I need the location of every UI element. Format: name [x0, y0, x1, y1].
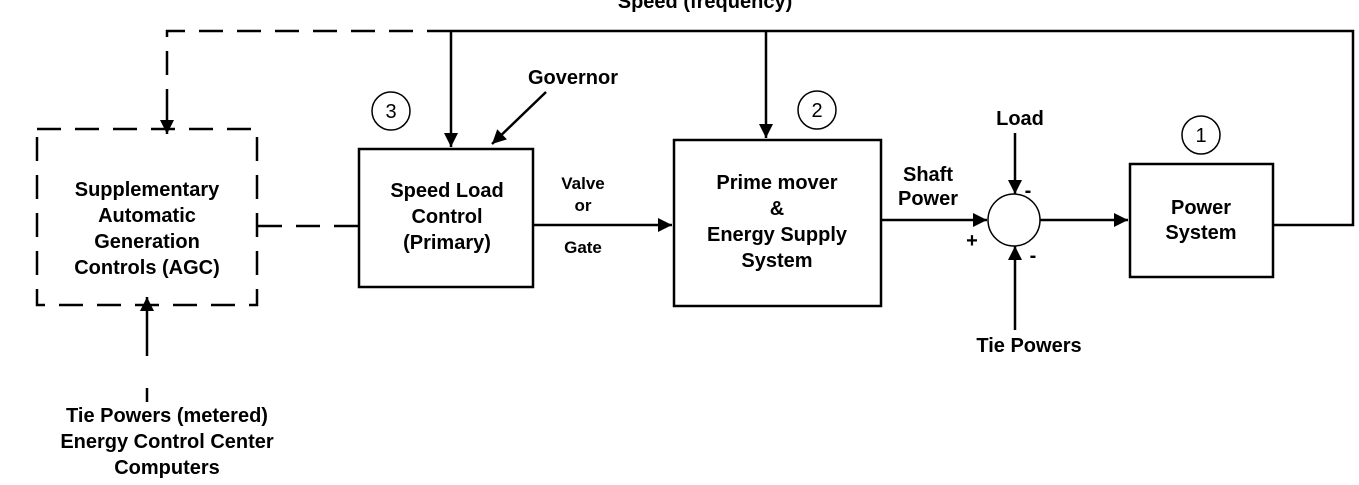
- prime-mover-label-4: System: [741, 250, 812, 272]
- block-number-3: 3: [385, 101, 396, 123]
- agc-label-2: Automatic: [98, 205, 196, 227]
- speed-load-label-1: Speed Load: [390, 180, 503, 202]
- load-label: Load: [996, 108, 1044, 130]
- governor-label: Governor: [528, 67, 618, 89]
- sum-sign-plus: +: [966, 230, 978, 252]
- speed-frequency-label: Speed (frequency): [618, 0, 792, 13]
- power-system-block: [1128, 162, 1275, 279]
- agc-input-label-3: Computers: [114, 457, 220, 479]
- block-number-1-circle: [1181, 115, 1221, 155]
- agc-label-3: Generation: [94, 231, 200, 253]
- shaft-power-label-2: Power: [898, 188, 958, 210]
- block-number-1: 1: [1195, 125, 1206, 147]
- speed-load-control-block: [357, 147, 535, 289]
- shaft-power-label-1: Shaft: [903, 164, 953, 186]
- governor-arrow: [491, 91, 547, 145]
- agc-input-label-2: Energy Control Center: [60, 431, 274, 453]
- power-system-label-2: System: [1165, 222, 1236, 244]
- agc-label-1: Supplementary: [75, 179, 220, 201]
- power-system-label-1: Power: [1171, 197, 1231, 219]
- speed-feedback-line: [451, 29, 1355, 227]
- prime-mover-label-1: Prime mover: [716, 172, 837, 194]
- prime-mover-block: [672, 138, 883, 308]
- valve-label-2: or: [575, 196, 592, 215]
- sum-sign-minus-bottom: -: [1030, 245, 1037, 267]
- tie-powers-label: Tie Powers: [976, 335, 1081, 357]
- agc-label-4: Controls (AGC): [74, 257, 220, 279]
- block-number-2: 2: [811, 100, 822, 122]
- block-number-3-circle: [371, 91, 411, 131]
- speed-load-label-3: (Primary): [403, 232, 491, 254]
- valve-label-1: Valve: [561, 174, 605, 193]
- prime-mover-label-2: &: [770, 198, 784, 220]
- prime-mover-label-3: Energy Supply: [707, 224, 848, 246]
- block-number-2-circle: [797, 90, 837, 130]
- agc-input-label-1: Tie Powers (metered): [66, 405, 268, 427]
- summing-junction: [987, 193, 1041, 247]
- speed-load-label-2: Control: [411, 206, 482, 228]
- valve-label-3: Gate: [564, 238, 602, 257]
- sum-sign-minus-top: -: [1025, 180, 1032, 202]
- agc-dashed-feedback: [165, 29, 451, 112]
